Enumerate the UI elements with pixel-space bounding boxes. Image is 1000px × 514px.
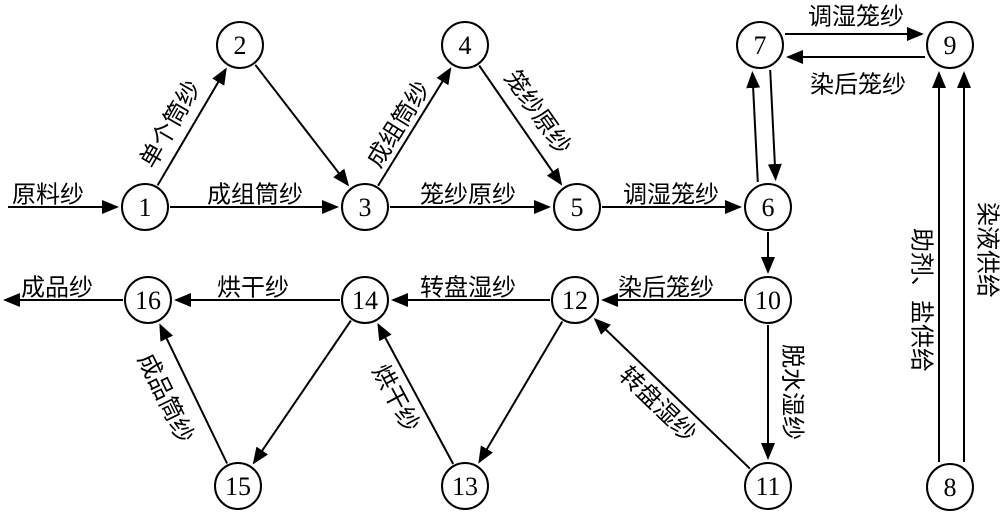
node-4: 4 — [441, 21, 489, 69]
node-number-6: 6 — [762, 193, 775, 222]
edge-label-15-16: 成品筒纱 — [132, 349, 198, 447]
node-circle-11 — [744, 462, 792, 510]
edge-label-3-5: 笼纱原纱 — [420, 181, 516, 208]
edges-layer — [3, 27, 971, 470]
edge-label-in-1: 原料纱 — [12, 181, 84, 208]
node-number-4: 4 — [459, 31, 472, 60]
edge-13-14 — [377, 322, 455, 465]
node-circle-16 — [124, 276, 172, 324]
node-16: 16 — [124, 276, 172, 324]
node-circle-6 — [744, 183, 792, 231]
edge-3-4 — [377, 67, 452, 187]
node-circle-13 — [441, 462, 489, 510]
edge-7-6 — [767, 69, 782, 181]
node-8: 8 — [926, 463, 974, 511]
node-number-8: 8 — [944, 473, 957, 502]
edge-1-2 — [156, 67, 227, 186]
edge-label-8-9: 助剂、盐供给 — [908, 228, 935, 372]
edge-label-5-6: 调湿笼纱 — [623, 181, 719, 208]
node-number-7: 7 — [754, 31, 767, 60]
node-circle-3 — [341, 183, 389, 231]
node-number-13: 13 — [452, 472, 478, 501]
edge-label-12-14: 转盘湿纱 — [420, 274, 516, 301]
node-number-1: 1 — [139, 193, 152, 222]
node-number-12: 12 — [562, 286, 588, 315]
node-number-10: 10 — [755, 286, 781, 315]
node-circle-5 — [553, 183, 601, 231]
node-circle-15 — [214, 462, 262, 510]
node-7: 7 — [736, 21, 784, 69]
node-circle-12 — [551, 276, 599, 324]
node-number-16: 16 — [135, 286, 161, 315]
node-circle-4 — [441, 21, 489, 69]
node-1: 1 — [121, 183, 169, 231]
edge-label-8-9: 染液供给 — [974, 202, 1000, 298]
edge-4-5 — [478, 65, 563, 186]
node-number-9: 9 — [944, 31, 957, 60]
node-circle-7 — [736, 21, 784, 69]
node-2: 2 — [216, 21, 264, 69]
node-circle-8 — [926, 463, 974, 511]
node-number-3: 3 — [359, 193, 372, 222]
node-5: 5 — [553, 183, 601, 231]
edge-label-10-12: 染后笼纱 — [618, 274, 714, 301]
node-circle-10 — [744, 276, 792, 324]
edge-label-14-16: 烘干纱 — [217, 274, 289, 301]
edge-12-13 — [478, 320, 564, 464]
edge-label-1-3: 成组筒纱 — [207, 181, 303, 208]
node-circle-14 — [341, 276, 389, 324]
node-11: 11 — [744, 462, 792, 510]
node-number-11: 11 — [755, 472, 780, 501]
node-13: 13 — [441, 462, 489, 510]
node-10: 10 — [744, 276, 792, 324]
edge-15-16 — [159, 323, 229, 464]
node-14: 14 — [341, 276, 389, 324]
edge-label-9-7: 染后笼纱 — [810, 71, 906, 98]
edge-label-3-4: 成组筒纱 — [362, 77, 436, 173]
node-6: 6 — [744, 183, 792, 231]
edge-2-3 — [254, 64, 350, 187]
node-number-2: 2 — [234, 31, 247, 60]
edge-label-4-5: 笼纱原纱 — [499, 65, 576, 159]
node-number-14: 14 — [352, 286, 378, 315]
node-9: 9 — [926, 21, 974, 69]
edge-label-11-12: 转盘湿纱 — [613, 362, 701, 448]
node-3: 3 — [341, 183, 389, 231]
edge-11-12 — [593, 318, 751, 470]
edge-14-15 — [252, 320, 352, 465]
node-circle-9 — [926, 21, 974, 69]
node-circle-2 — [216, 21, 264, 69]
edge-label-7-9: 调湿笼纱 — [808, 3, 904, 30]
edge-6-7 — [746, 71, 761, 183]
node-circle-1 — [121, 183, 169, 231]
edge-label-1-2: 单个筒纱 — [135, 76, 206, 173]
edge-label-10-11: 脱水湿纱 — [779, 344, 806, 440]
node-number-15: 15 — [225, 472, 251, 501]
node-12: 12 — [551, 276, 599, 324]
edge-label-16-out: 成品纱 — [21, 274, 93, 301]
edge-label-13-14: 烘干纱 — [366, 360, 424, 436]
node-number-5: 5 — [571, 193, 584, 222]
node-15: 15 — [214, 462, 262, 510]
